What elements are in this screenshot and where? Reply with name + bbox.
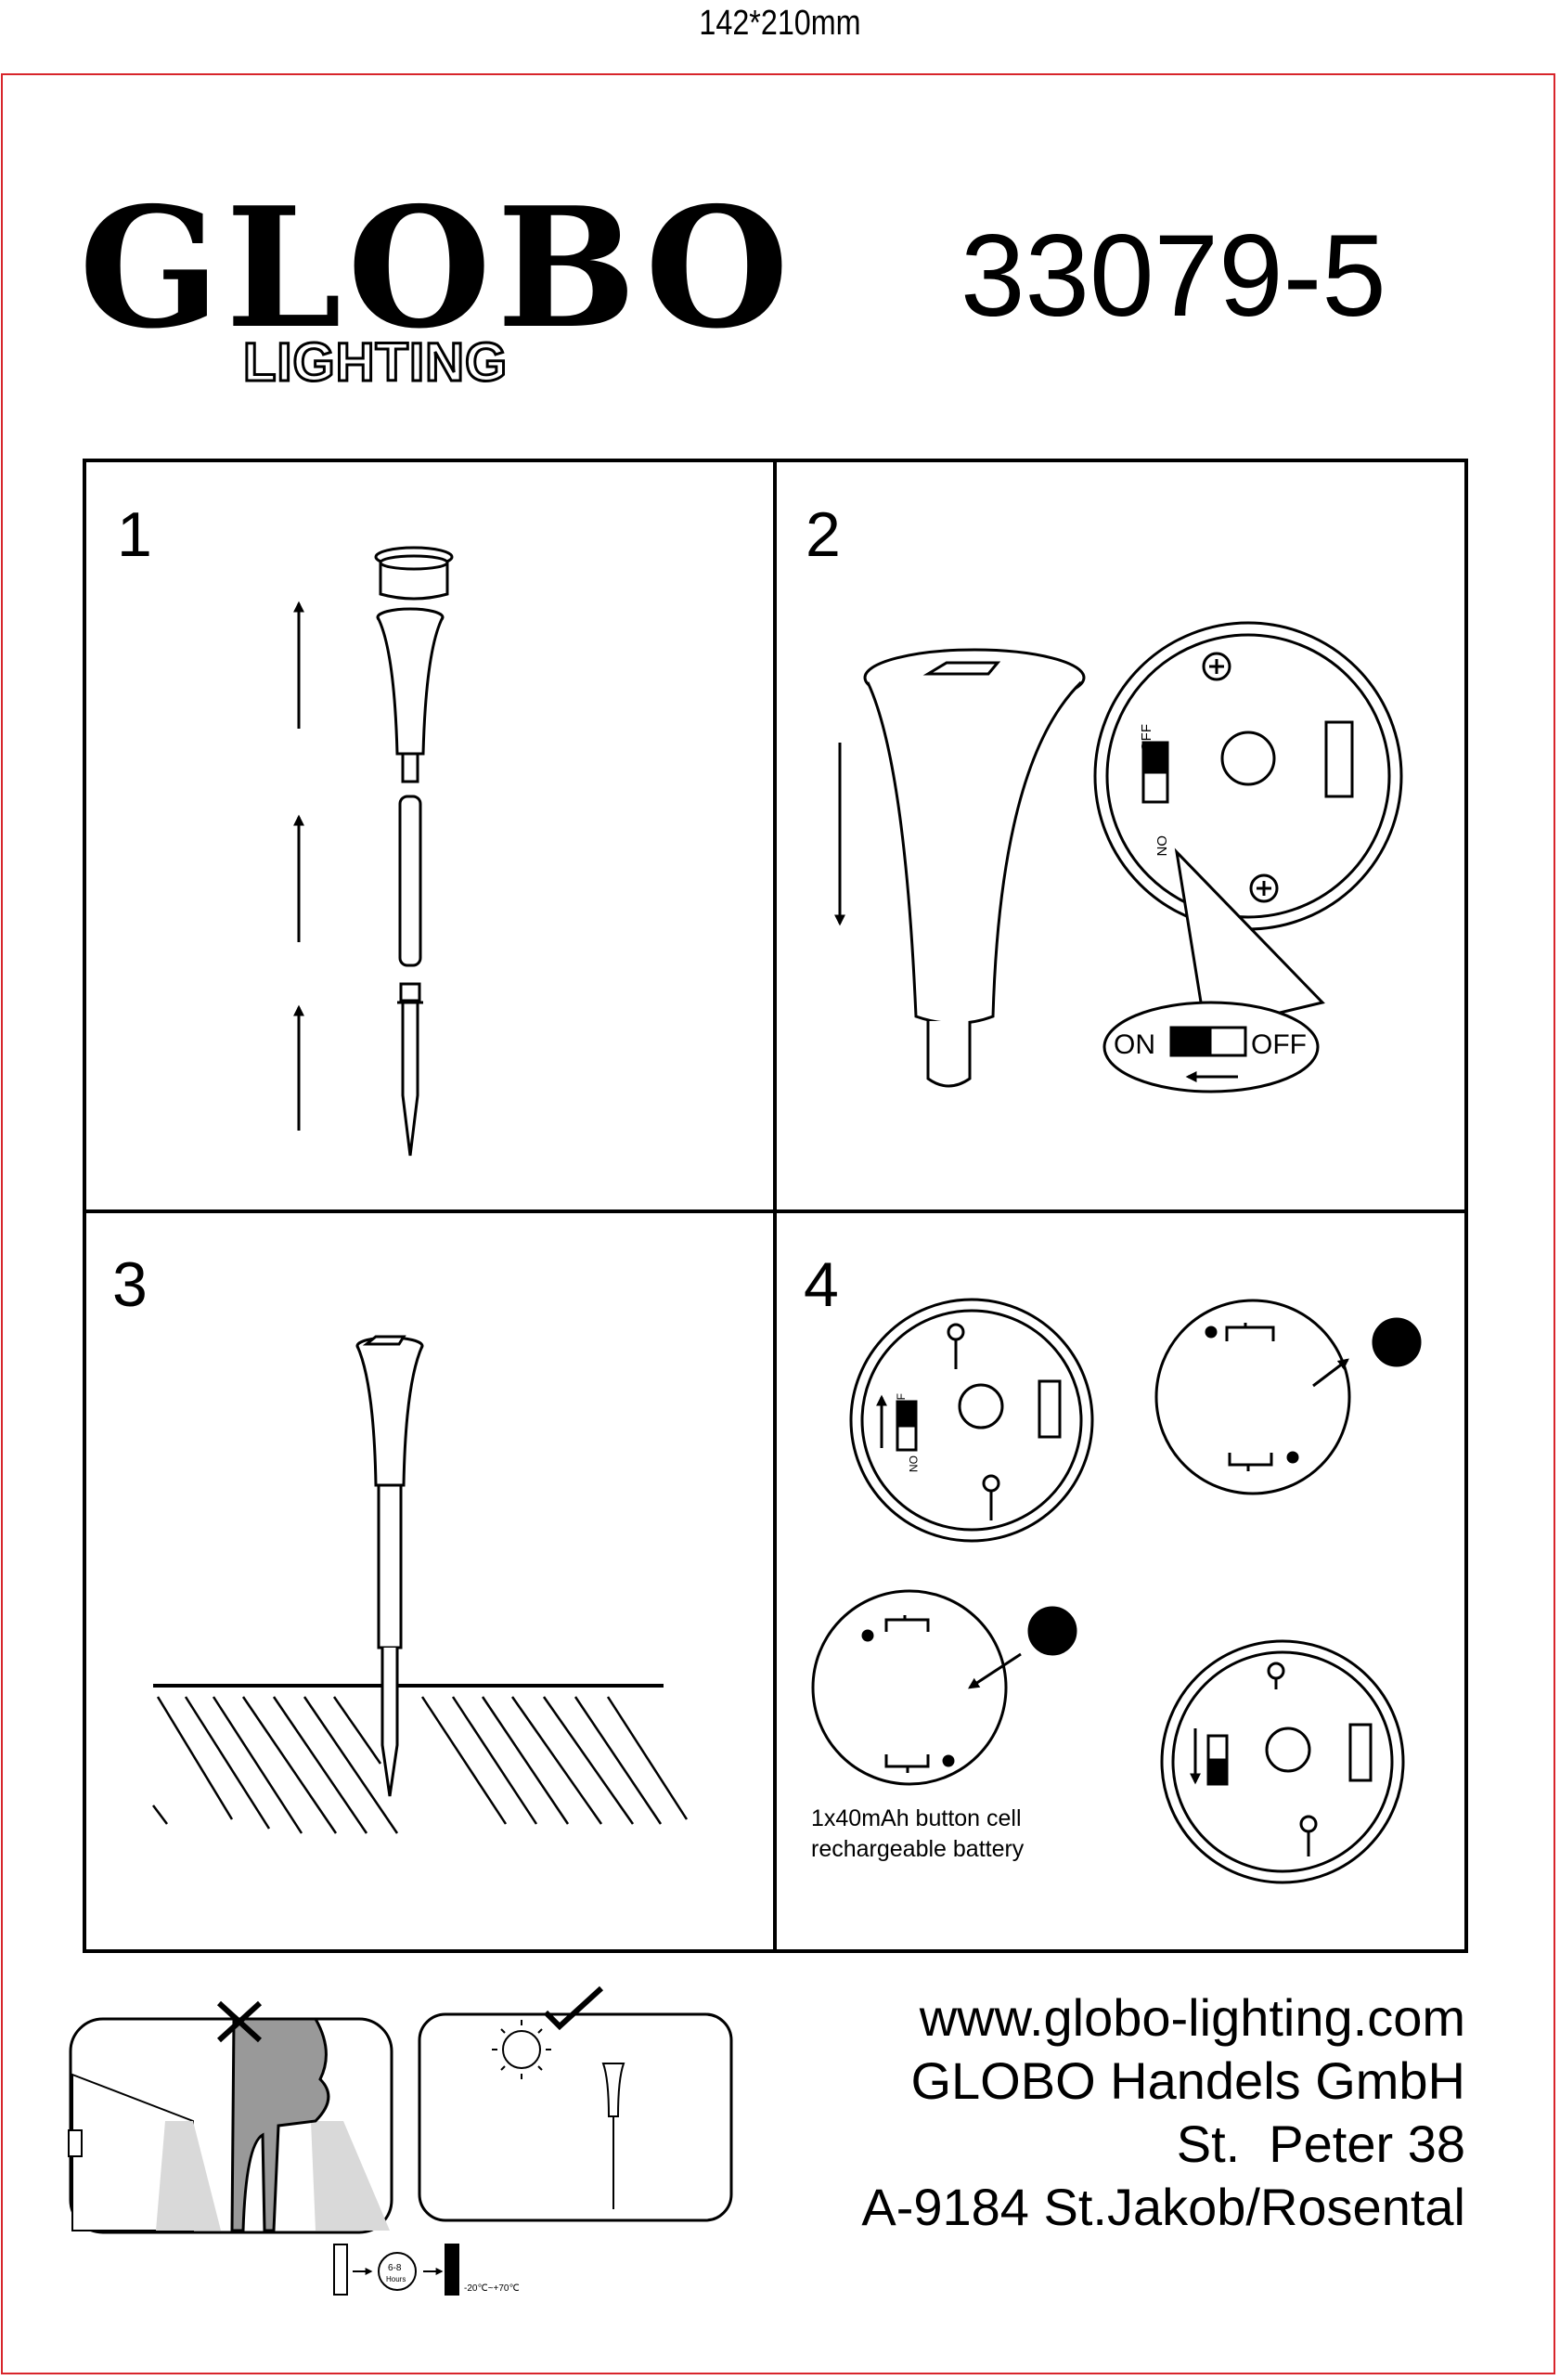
lamp-head xyxy=(376,607,445,783)
street-address: St. Peter 38 xyxy=(1176,2115,1465,2173)
step-grid xyxy=(83,459,1468,1953)
lamp-sunny xyxy=(601,2063,625,2209)
battery-holder-insert xyxy=(811,1589,1077,1786)
screw-switch-on-label: ON xyxy=(907,1455,920,1472)
ground-spike xyxy=(397,982,423,1157)
step1-assembly-diagram xyxy=(293,546,454,1157)
brand-logo-subtitle: LIGHTING xyxy=(241,332,509,393)
charging-hours-label: 6-8 xyxy=(388,2263,402,2273)
switch-off-small: OFF xyxy=(1139,724,1154,752)
extension-pole xyxy=(398,795,422,967)
checkmark-icon xyxy=(543,1985,604,2031)
step-number-1: 1 xyxy=(117,499,152,570)
step2-switch-diagram xyxy=(834,621,1403,1093)
solar-cap xyxy=(374,546,454,601)
model-number: 33079-5 xyxy=(960,212,1386,341)
charging-sequence xyxy=(333,2244,459,2296)
switch-on-small: ON xyxy=(1154,835,1169,857)
battery-caption-line1: 1x40mAh button cell xyxy=(811,1805,1022,1831)
placement-panels xyxy=(68,1985,733,2296)
battery-caption: 1x40mAh button cell rechargeable battery xyxy=(811,1804,1024,1865)
contact-block: www.globo-lighting.com GLOBO Handels Gmb… xyxy=(861,1986,1465,2239)
charging-hours-unit: Hours xyxy=(386,2275,406,2283)
ground-hatching xyxy=(152,1696,689,1834)
page-frame xyxy=(1,73,1555,2374)
switch-off-label: OFF xyxy=(1251,1029,1307,1060)
step-number-4: 4 xyxy=(804,1249,839,1320)
battery-caption-line2: rechargeable battery xyxy=(811,1836,1025,1862)
brand-logo: GLOBO xyxy=(79,171,795,365)
battery-holder-open xyxy=(1154,1299,1422,1495)
step-number-2: 2 xyxy=(806,499,841,570)
lamp-head-tilted xyxy=(863,648,1086,1088)
company-name: GLOBO Handels GmbH xyxy=(910,2051,1465,2110)
screw-switch-off-label: OFF xyxy=(895,1393,908,1416)
switch-on-label: ON xyxy=(1114,1029,1155,1060)
lamp-installed xyxy=(355,1335,424,1797)
step-number-3: 3 xyxy=(112,1249,148,1320)
step4-battery-diagram xyxy=(811,1298,1422,1884)
sun-icon xyxy=(502,2030,541,2069)
bottom-view-closed xyxy=(1160,1639,1405,1884)
bottom-view-screws xyxy=(849,1298,1094,1543)
lamp-bottom-view xyxy=(1093,621,1403,931)
sunny-location-panel xyxy=(418,2012,733,2222)
temperature-range: -20℃~+70℃ xyxy=(464,2283,520,2294)
website-link[interactable]: www.globo-lighting.com xyxy=(919,1988,1465,2047)
city-address: A-9184 St.Jakob/Rosental xyxy=(861,2178,1465,2236)
step3-ground-diagram xyxy=(152,1335,689,1834)
print-size-label: 142*210mm xyxy=(699,4,861,43)
